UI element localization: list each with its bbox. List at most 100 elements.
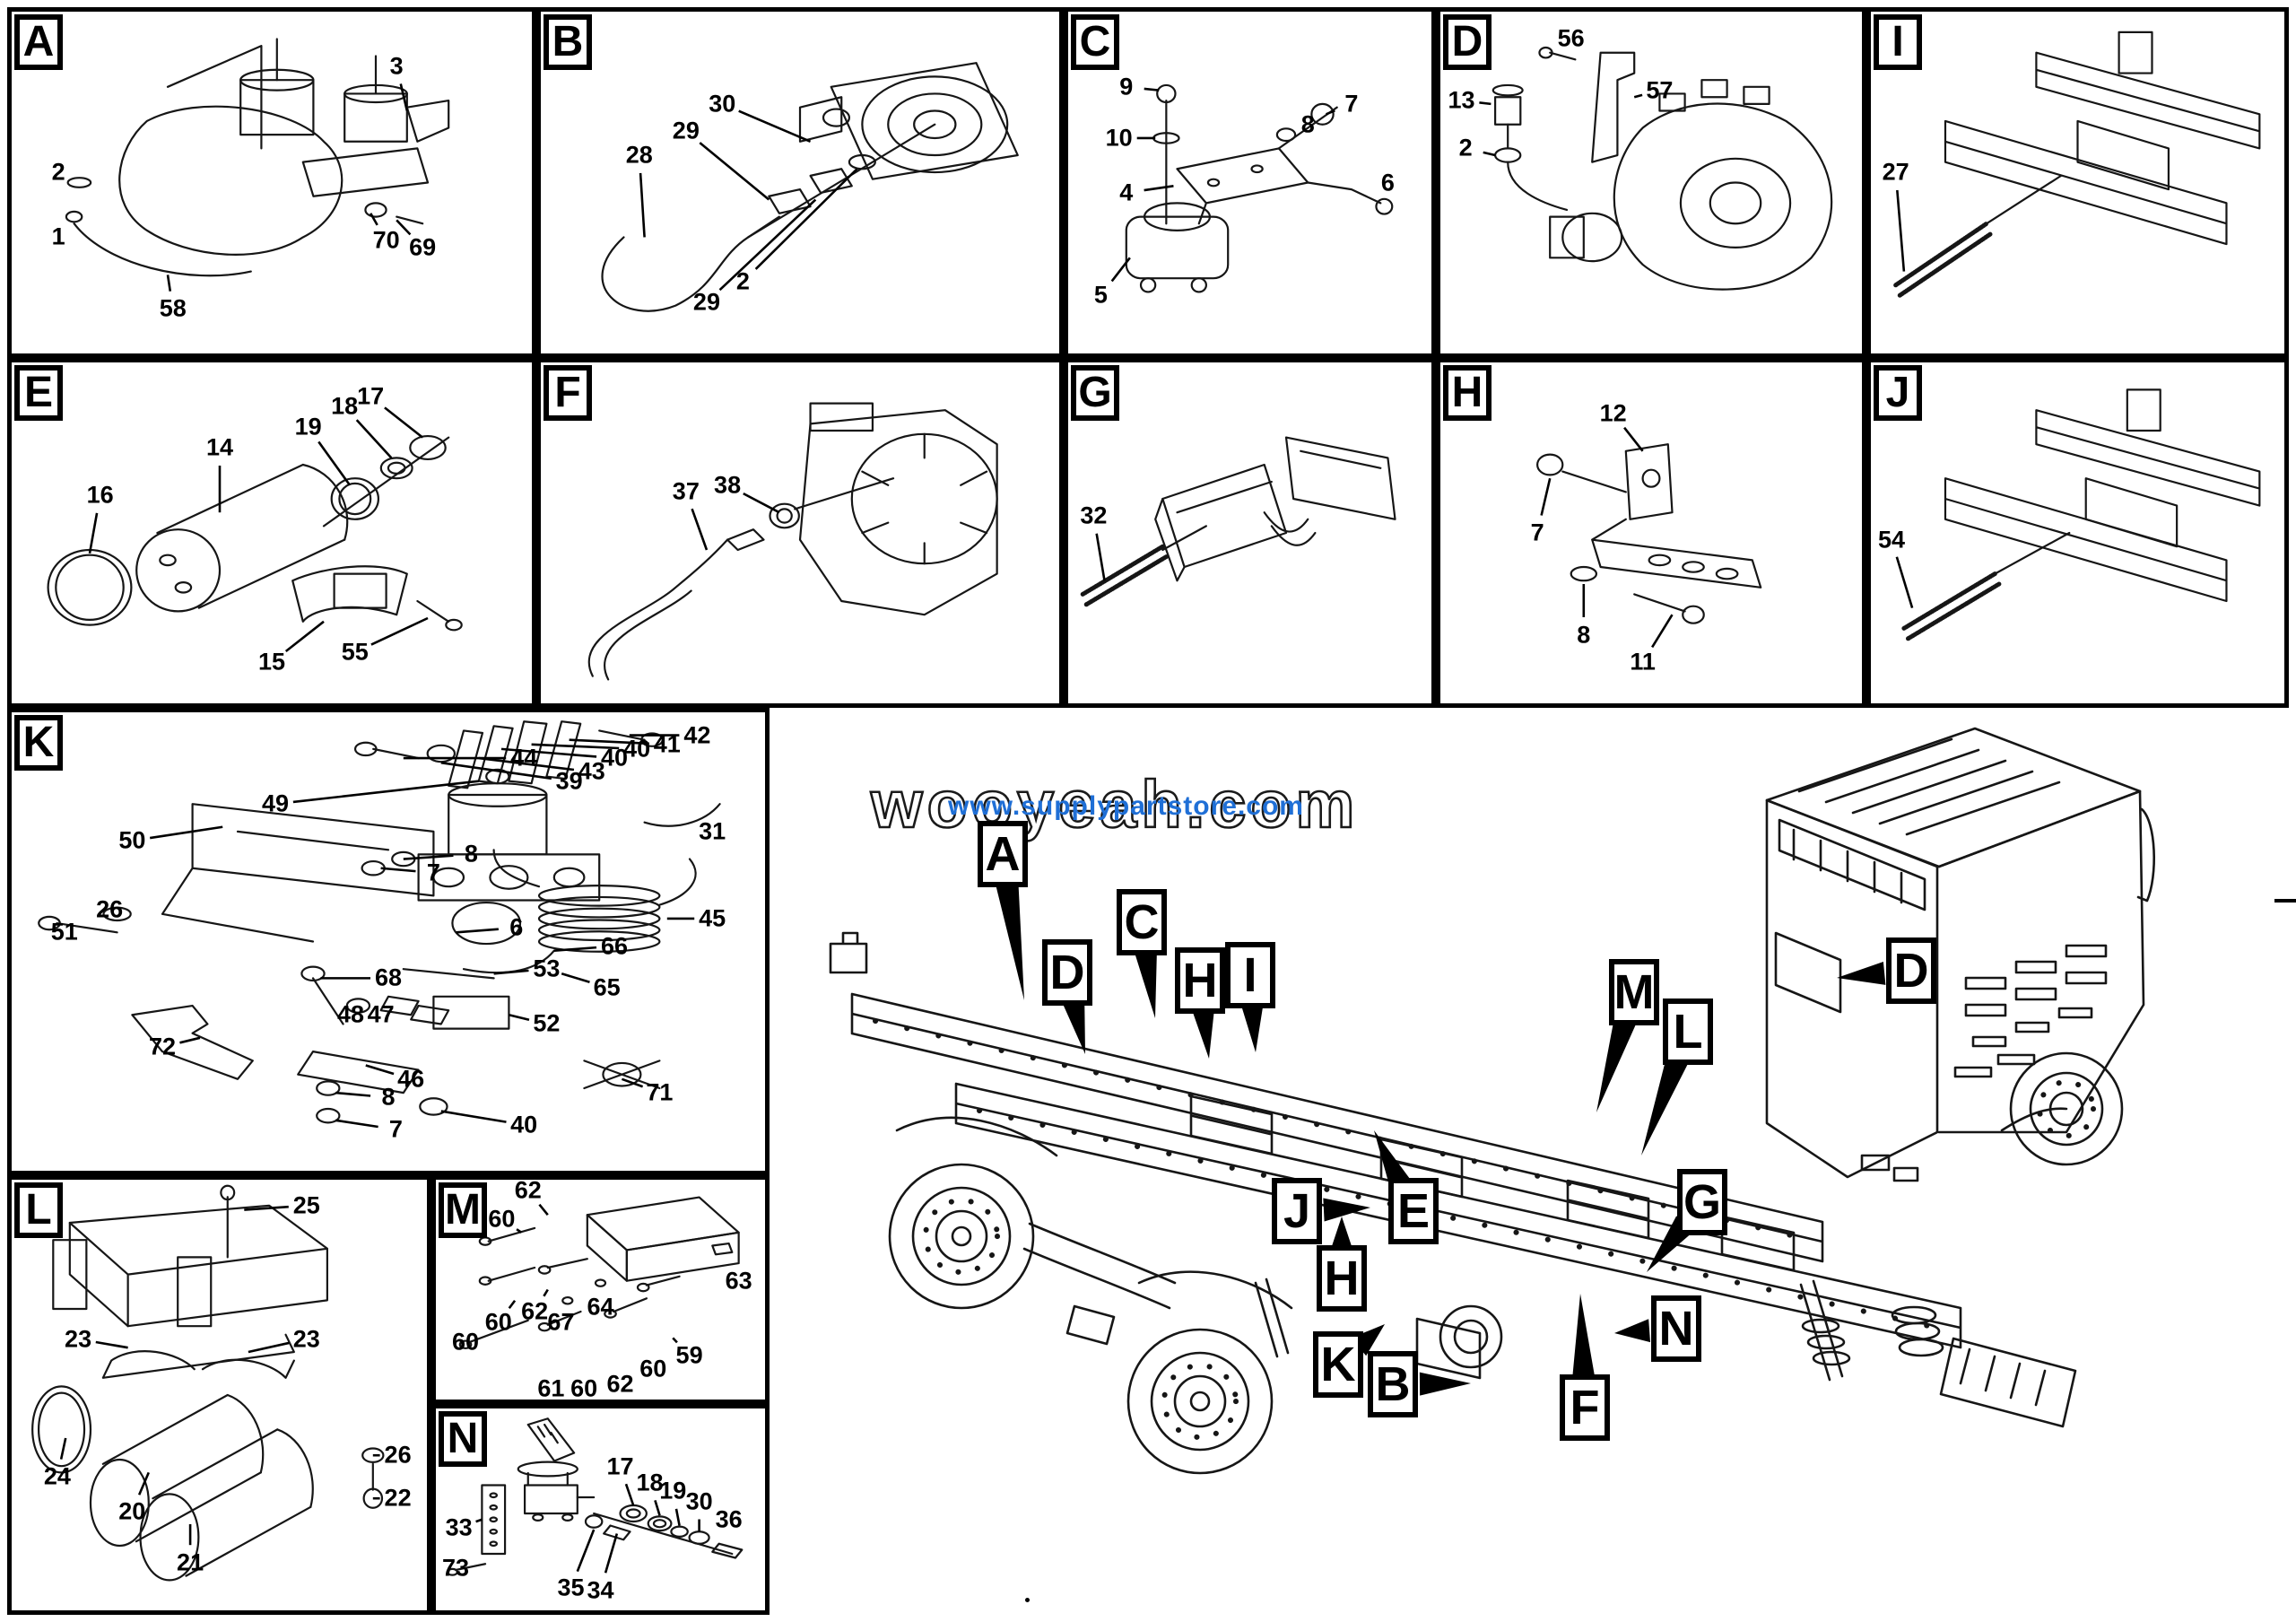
part-label-D-13: 13 xyxy=(1448,86,1475,114)
part-label-E-15: 15 xyxy=(257,648,286,676)
part-label-L-24: 24 xyxy=(43,1462,71,1490)
part-label-E-14: 14 xyxy=(205,433,234,461)
panel-N-illustration xyxy=(436,1408,765,1610)
part-label-A-70: 70 xyxy=(372,226,400,254)
callout-pointer-F xyxy=(1571,1294,1596,1382)
part-label-A-58: 58 xyxy=(159,294,187,322)
panel-H-badge: H xyxy=(1443,365,1492,421)
panel-M-badge: M xyxy=(439,1182,487,1238)
part-label-C-5: 5 xyxy=(1093,281,1108,309)
part-label-M-60: 60 xyxy=(484,1308,512,1336)
part-label-K-50: 50 xyxy=(118,826,146,854)
panel-J-illustration xyxy=(1871,362,2284,703)
part-label-A-3: 3 xyxy=(389,52,404,80)
panel-L-badge: L xyxy=(14,1182,63,1238)
panel-D-illustration xyxy=(1440,12,1862,353)
panel-B-badge: B xyxy=(544,14,592,70)
callout-pointers xyxy=(995,878,1886,1396)
part-label-N-73: 73 xyxy=(441,1554,470,1582)
part-label-M-62: 62 xyxy=(606,1370,634,1398)
part-label-K-68: 68 xyxy=(374,964,403,991)
part-label-H-8: 8 xyxy=(1577,621,1591,649)
panel-J-badge: J xyxy=(1874,365,1922,421)
part-label-I-27: 27 xyxy=(1882,158,1909,186)
part-label-E-18: 18 xyxy=(331,392,359,420)
part-label-M-62: 62 xyxy=(521,1297,549,1325)
part-label-K-46: 46 xyxy=(397,1065,425,1093)
part-label-H-12: 12 xyxy=(1599,399,1627,427)
part-label-E-19: 19 xyxy=(294,413,322,440)
part-label-E-16: 16 xyxy=(86,481,114,509)
part-label-K-26: 26 xyxy=(96,895,124,923)
truck-callout-D: D xyxy=(1886,937,1936,1004)
part-label-M-61: 61 xyxy=(537,1374,565,1402)
callout-pointer-E xyxy=(1374,1130,1413,1192)
part-label-B-28: 28 xyxy=(625,141,653,169)
panel-A-illustration xyxy=(12,12,532,353)
part-label-A-2: 2 xyxy=(51,158,65,186)
panel-F-badge: F xyxy=(544,365,592,421)
part-label-K-65: 65 xyxy=(593,973,621,1001)
part-label-A-69: 69 xyxy=(409,233,437,261)
part-label-B-30: 30 xyxy=(709,90,736,118)
part-label-K-44: 44 xyxy=(510,744,538,772)
panel-D-leader-lines xyxy=(1479,93,1643,157)
panel-C-leader-lines xyxy=(1110,87,1335,283)
part-label-K-8: 8 xyxy=(464,840,478,868)
part-label-A-1: 1 xyxy=(51,222,65,250)
panel-M-illustration xyxy=(436,1180,765,1400)
panel-K-badge: K xyxy=(14,715,63,771)
callout-pointer-H xyxy=(1191,1006,1215,1059)
truck-callout-E: E xyxy=(1388,1178,1439,1244)
part-label-K-71: 71 xyxy=(646,1078,674,1106)
part-label-C-10: 10 xyxy=(1105,124,1133,152)
panel-I-illustration xyxy=(1871,12,2284,353)
callout-pointer-I xyxy=(1240,1001,1265,1052)
panel-H-leader-lines xyxy=(1540,426,1674,649)
truck-callout-J: J xyxy=(1272,1178,1322,1244)
panel-L-illustration xyxy=(12,1180,427,1610)
part-label-B-29: 29 xyxy=(672,117,700,144)
part-label-M-60: 60 xyxy=(451,1328,480,1356)
truck-callout-M: M xyxy=(1609,959,1659,1025)
truck-callout-H: H xyxy=(1317,1245,1367,1312)
part-label-N-34: 34 xyxy=(587,1576,614,1603)
part-label-K-45: 45 xyxy=(699,904,726,932)
panel-L-leader-lines xyxy=(59,1205,380,1546)
part-label-K-51: 51 xyxy=(50,918,78,946)
part-label-N-17: 17 xyxy=(606,1452,634,1480)
truck-callout-H: H xyxy=(1175,947,1225,1014)
part-label-H-7: 7 xyxy=(1530,519,1544,546)
part-label-L-21: 21 xyxy=(177,1548,204,1576)
part-label-N-19: 19 xyxy=(659,1477,687,1504)
panel-K-illustration xyxy=(12,712,765,1171)
callout-pointer-D xyxy=(1837,961,1886,985)
part-label-L-26: 26 xyxy=(384,1441,412,1469)
truck-frame xyxy=(829,931,1962,1349)
part-label-N-30: 30 xyxy=(685,1487,713,1514)
panel-I: I 27 xyxy=(1866,7,2289,358)
part-label-K-43: 43 xyxy=(578,757,605,785)
part-label-M-60: 60 xyxy=(488,1205,516,1233)
part-label-E-17: 17 xyxy=(357,382,385,410)
part-label-L-25: 25 xyxy=(292,1191,320,1219)
panel-C-badge: C xyxy=(1071,14,1119,70)
callout-pointer-D xyxy=(1061,996,1085,1054)
callout-pointer-J xyxy=(1323,1198,1370,1222)
panel-A-badge: A xyxy=(14,14,63,70)
panel-A-leader-lines xyxy=(166,83,412,292)
truck-callout-A: A xyxy=(978,821,1028,887)
panel-F-illustration xyxy=(541,362,1059,703)
part-label-C-8: 8 xyxy=(1300,110,1315,138)
part-label-K-48: 48 xyxy=(336,1000,365,1028)
part-label-M-59: 59 xyxy=(675,1341,703,1369)
panel-I-badge: I xyxy=(1874,14,1922,70)
part-label-M-64: 64 xyxy=(587,1293,614,1321)
panel-A: A 3 2 1 58 70 69 xyxy=(7,7,536,358)
part-label-C-4: 4 xyxy=(1119,179,1134,206)
